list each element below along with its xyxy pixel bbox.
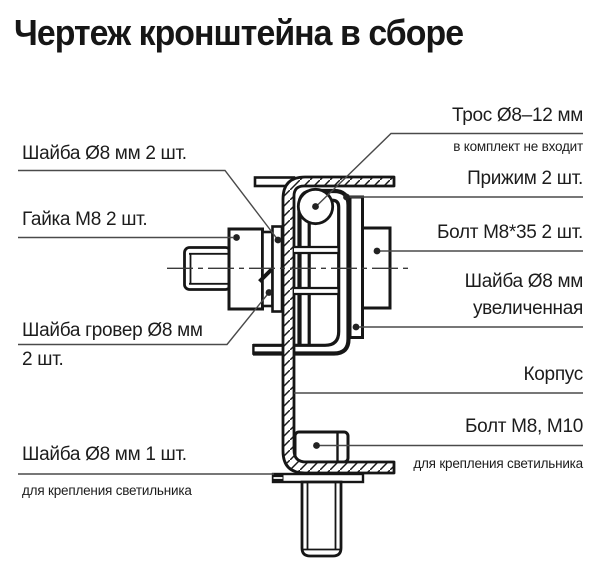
label-washer8-2pcs: Шайба Ø8 мм 2 шт. [22, 143, 187, 164]
leader-cable [315, 132, 583, 208]
label-bolt-m8x35: Болт М8*35 2 шт. [436, 222, 583, 243]
label-cable: Трос Ø8–12 мм [451, 105, 583, 126]
label-nut-m8: Гайка М8 2 шт. [22, 209, 148, 230]
label-washer8-1pc-note: для крепления светильника [22, 483, 192, 498]
nut-m8 [227, 227, 264, 311]
label-cable-note: в комплект не входит [453, 139, 583, 154]
label-washer8-1pc: Шайба Ø8 мм 1 шт. [22, 444, 187, 465]
fixing-bolt-shaft [300, 480, 343, 558]
large-washer [348, 195, 364, 339]
label-fixing-bolt: Болт М8, М10 [465, 416, 583, 437]
fixing-bolt-head [293, 430, 350, 464]
leader-lines [18, 132, 583, 475]
flat-washer [271, 225, 284, 313]
label-clamp: Прижим 2 шт. [467, 168, 583, 189]
label-large-washer-2: увеличенная [472, 298, 583, 319]
label-large-washer: Шайба Ø8 мм [464, 271, 584, 292]
leader-dots [233, 193, 381, 449]
label-spring-washer: Шайба гровер Ø8 мм [22, 320, 203, 341]
through-bolt-shaft-lines [294, 245, 338, 296]
label-fixing-bolt-note: для крепления светильника [413, 456, 583, 471]
label-spring-washer-qty: 2 шт. [22, 349, 64, 370]
label-body: Корпус [523, 364, 584, 385]
leader-spring-washer [18, 292, 270, 346]
leader-washer8-2pcs [18, 169, 279, 241]
page-title: Чертеж кронштейна в сборе [14, 12, 464, 53]
body-section [281, 175, 396, 475]
